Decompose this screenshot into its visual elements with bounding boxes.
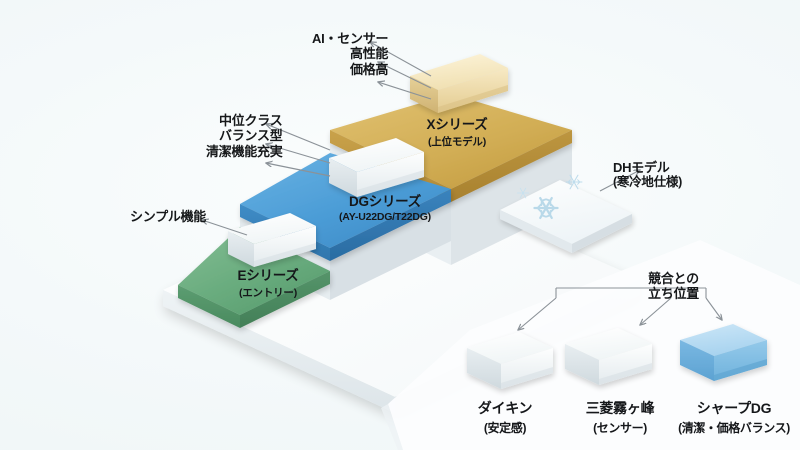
competitor-unit-mitsubishi[interactable]: [565, 328, 652, 385]
callout-dg-line-3: 清潔機能充実: [206, 143, 283, 159]
callout-competition-line-2: 立ち位置: [648, 286, 699, 302]
callout-dh-title: DHモデル: [613, 160, 670, 175]
snowflake-icon-medium: [565, 174, 583, 190]
snowflake-icon-small: [516, 187, 530, 199]
arrow-x-1: [370, 42, 432, 77]
unit-x-series[interactable]: [410, 54, 508, 113]
platform-e-series[interactable]: [178, 227, 330, 328]
platform-label-e-series: Eシリーズ (エントリー): [208, 264, 328, 300]
callout-x-series: AI・センサー 高性能 価格高: [312, 31, 388, 77]
platform-x-name: Xシリーズ: [426, 117, 488, 132]
platform-e-sub: (エントリー): [238, 287, 298, 299]
competitor-sharp-sub: (清潔・価格バランス): [678, 421, 790, 435]
competitor-sharp-name: シャープDG: [696, 400, 772, 416]
competitor-label-mitsubishi: 三菱霧ヶ峰 (センサー): [562, 398, 678, 436]
callout-dh-model: DHモデル (寒冷地仕様): [613, 160, 682, 190]
arrow-dg-1: [266, 124, 331, 151]
callout-x-line-2: 高性能: [349, 46, 389, 62]
platform-dg-name: DGシリーズ: [349, 194, 421, 209]
callout-arrows: [202, 42, 640, 236]
callout-dg-line-2: バランス型: [219, 128, 283, 144]
platform-x-sub: (上位モデル): [427, 136, 487, 148]
callout-competition-line-1: 競合との: [648, 271, 699, 286]
competitor-daikin-sub: (安定感): [483, 421, 527, 435]
callout-dg-series: 中位クラス バランス型 清潔機能充実: [206, 113, 283, 159]
arrow-dh: [599, 170, 640, 192]
arrow-dg-3: [266, 163, 331, 177]
competitor-mitsubishi-name: 三菱霧ヶ峰: [585, 400, 655, 416]
competition-arrows: [518, 287, 722, 330]
competitor-label-daikin: ダイキン (安定感): [450, 398, 560, 436]
unit-dg-series[interactable]: [329, 138, 424, 197]
competitor-unit-sharp-dg[interactable]: [680, 324, 767, 381]
competitor-unit-daikin[interactable]: [467, 332, 553, 389]
competitor-daikin-name: ダイキン: [477, 400, 533, 416]
platform-label-x-series: Xシリーズ (上位モデル): [392, 113, 522, 149]
arrow-x-2: [378, 62, 432, 89]
callout-x-line-1: AI・センサー: [312, 31, 389, 46]
callout-dh-subtitle: (寒冷地仕様): [613, 175, 683, 190]
arrow-x-3: [378, 82, 432, 100]
arrow-dg-2: [266, 144, 331, 164]
platform-e-name: Eシリーズ: [237, 268, 299, 283]
platform-label-dg-series: DGシリーズ (AY-U22DG/T22DG): [300, 190, 470, 223]
callout-e-series: シンプル機能: [130, 209, 206, 224]
snowflake-icon-large: [533, 196, 559, 220]
callout-dg-line-1: 中位クラス: [219, 113, 283, 128]
callout-e-line-1: シンプル機能: [130, 209, 207, 224]
arrow-e-1: [202, 220, 248, 236]
competitor-mitsubishi-sub: (センサー): [593, 421, 647, 435]
callout-x-line-3: 価格高: [349, 61, 389, 77]
unit-e-series[interactable]: [228, 213, 316, 267]
snow-panel[interactable]: [500, 180, 632, 253]
competitor-label-sharp-dg: シャープDG (清潔・価格バランス): [668, 398, 800, 436]
platform-dg-sub: (AY-U22DG/T22DG): [339, 211, 431, 223]
callout-competition: 競合との 立ち位置: [648, 271, 699, 302]
